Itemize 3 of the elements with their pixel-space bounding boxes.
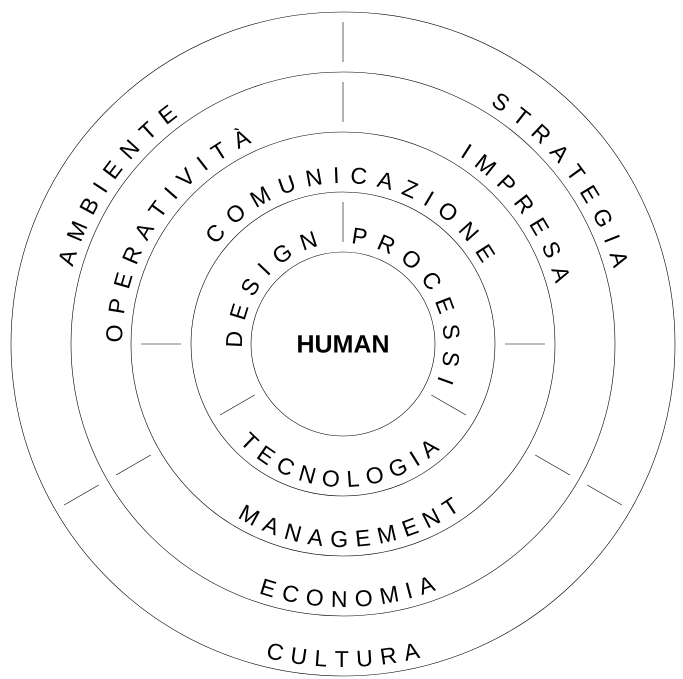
ring-label: MANAGEMENT [238, 496, 456, 548]
ring-label: ECONOMIA [260, 577, 436, 608]
ring-label: CULTURA [268, 644, 421, 667]
